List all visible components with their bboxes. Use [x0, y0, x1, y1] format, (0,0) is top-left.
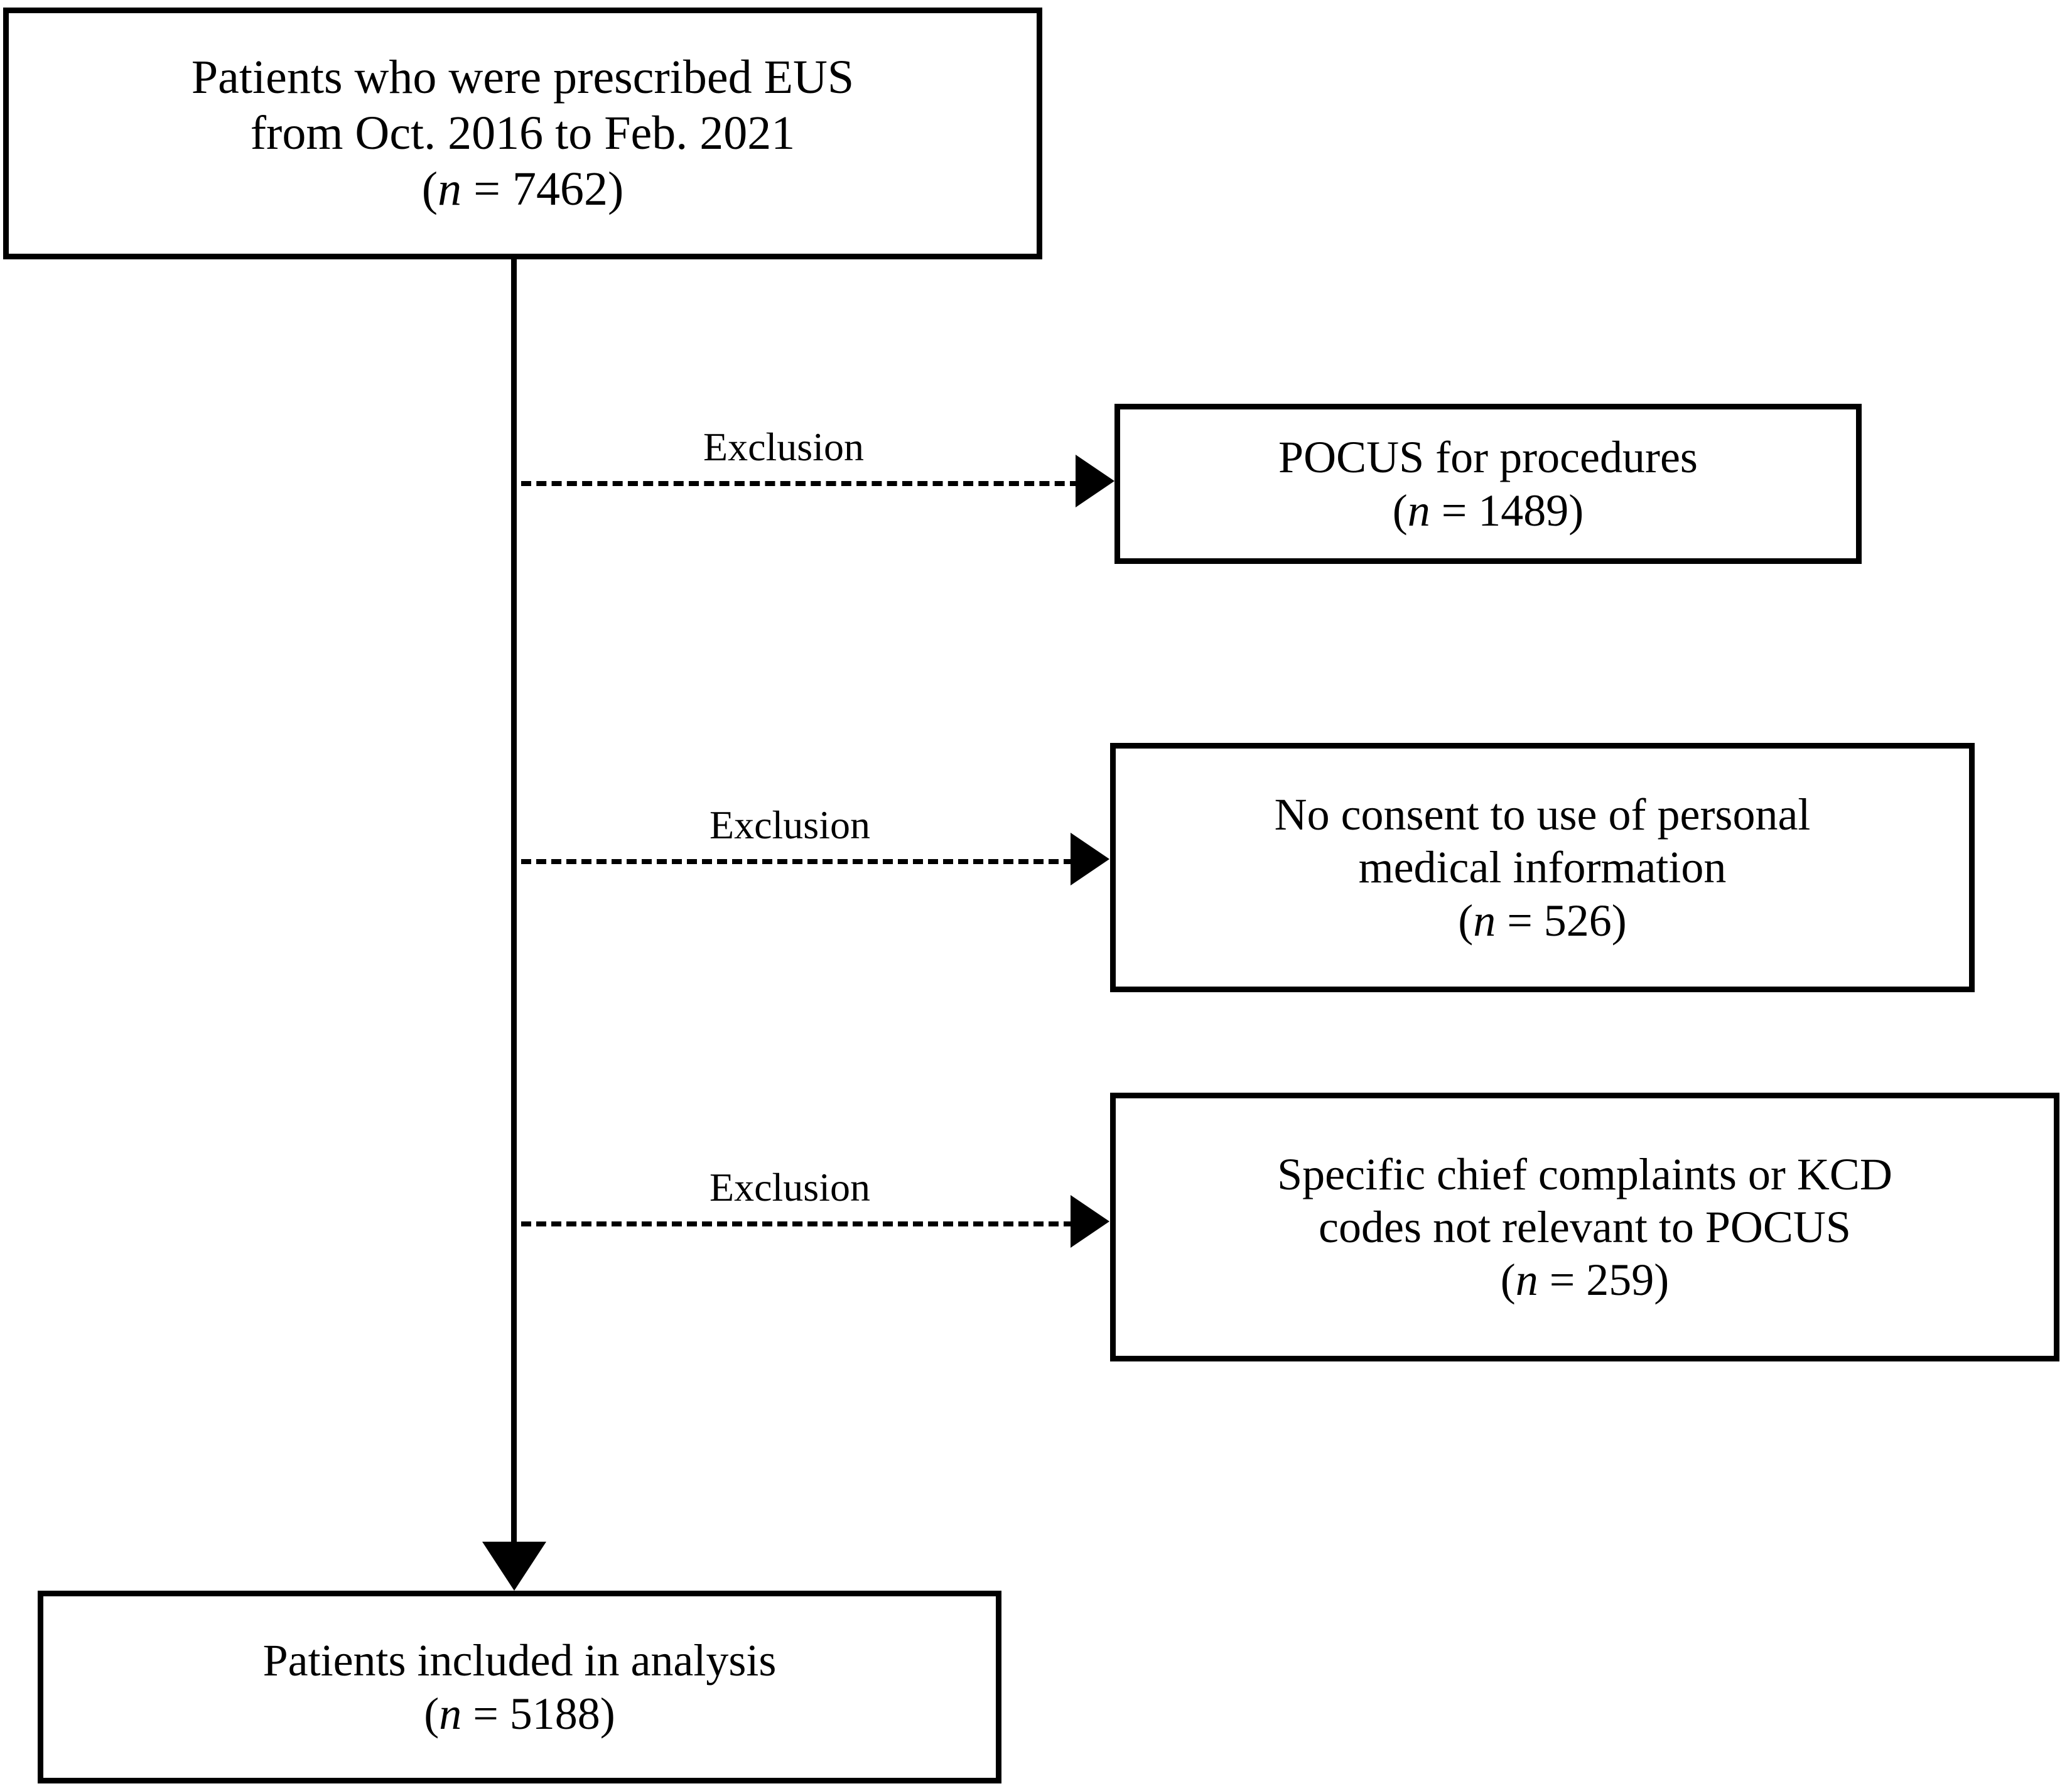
- paren-close: ): [607, 162, 624, 215]
- equals-sign: =: [1430, 485, 1479, 536]
- main-flow-arrowhead-icon: [482, 1542, 546, 1591]
- node-exclusion-no-consent: No consent to use of personal medical in…: [1110, 743, 1975, 992]
- exclusion-arrowhead-2-icon: [1071, 833, 1109, 885]
- node-exclusion-1-count: (n = 1489): [1393, 484, 1584, 537]
- equals-sign: =: [1538, 1255, 1587, 1306]
- exclusion-label-2: Exclusion: [710, 803, 870, 847]
- count-value: 7462: [512, 162, 608, 215]
- equals-sign: =: [461, 162, 512, 215]
- n-symbol: n: [438, 162, 462, 215]
- count-value: 5188: [509, 1688, 600, 1739]
- paren-close: ): [1654, 1255, 1670, 1306]
- main-flow-line: [511, 259, 517, 1553]
- paren-open: (: [424, 1688, 440, 1739]
- paren-close: ): [1568, 485, 1584, 536]
- node-exclusion-1-line-1: POCUS for procedures: [1278, 432, 1698, 483]
- node-included-in-analysis: Patients included in analysis (n = 5188): [38, 1591, 1001, 1783]
- paren-open: (: [1458, 895, 1474, 946]
- paren-close: ): [600, 1688, 615, 1739]
- count-value: 526: [1543, 895, 1612, 946]
- node-source-count: (n = 7462): [422, 161, 624, 217]
- paren-open: (: [1392, 485, 1408, 536]
- node-exclusion-2-line-2: medical information: [1358, 842, 1727, 893]
- equals-sign: =: [1496, 895, 1544, 946]
- exclusion-label-1: Exclusion: [703, 425, 864, 469]
- paren-open: (: [421, 162, 438, 215]
- node-exclusion-not-relevant: Specific chief complaints or KCD codes n…: [1110, 1093, 2059, 1361]
- exclusion-connector-3: [521, 1221, 1074, 1226]
- count-value: 259: [1586, 1255, 1654, 1306]
- node-included-count: (n = 5188): [424, 1687, 615, 1740]
- node-source-population: Patients who were prescribed EUS from Oc…: [3, 8, 1042, 259]
- node-exclusion-3-count: (n = 259): [1501, 1253, 1670, 1306]
- exclusion-arrowhead-1-icon: [1076, 455, 1114, 507]
- count-value: 1489: [1478, 485, 1569, 536]
- node-source-line-1: Patients who were prescribed EUS: [191, 51, 855, 104]
- node-source-line-2: from Oct. 2016 to Feb. 2021: [250, 107, 796, 160]
- n-symbol: n: [1473, 895, 1496, 946]
- node-exclusion-2-line-1: No consent to use of personal: [1274, 789, 1811, 840]
- n-symbol: n: [1515, 1255, 1538, 1306]
- exclusion-connector-2: [521, 859, 1074, 864]
- exclusion-label-3: Exclusion: [710, 1165, 870, 1209]
- equals-sign: =: [461, 1688, 510, 1739]
- node-included-line-1: Patients included in analysis: [262, 1635, 777, 1686]
- n-symbol: n: [1407, 485, 1430, 536]
- node-exclusion-2-count: (n = 526): [1458, 894, 1627, 947]
- node-exclusion-3-line-1: Specific chief complaints or KCD: [1277, 1149, 1892, 1199]
- paren-close: ): [1611, 895, 1627, 946]
- exclusion-connector-1: [521, 481, 1080, 486]
- node-exclusion-3-line-2: codes not relevant to POCUS: [1319, 1201, 1851, 1252]
- n-symbol: n: [439, 1688, 462, 1739]
- exclusion-arrowhead-3-icon: [1071, 1195, 1109, 1248]
- node-exclusion-pocus-procedures: POCUS for procedures (n = 1489): [1114, 404, 1862, 564]
- paren-open: (: [1500, 1255, 1516, 1306]
